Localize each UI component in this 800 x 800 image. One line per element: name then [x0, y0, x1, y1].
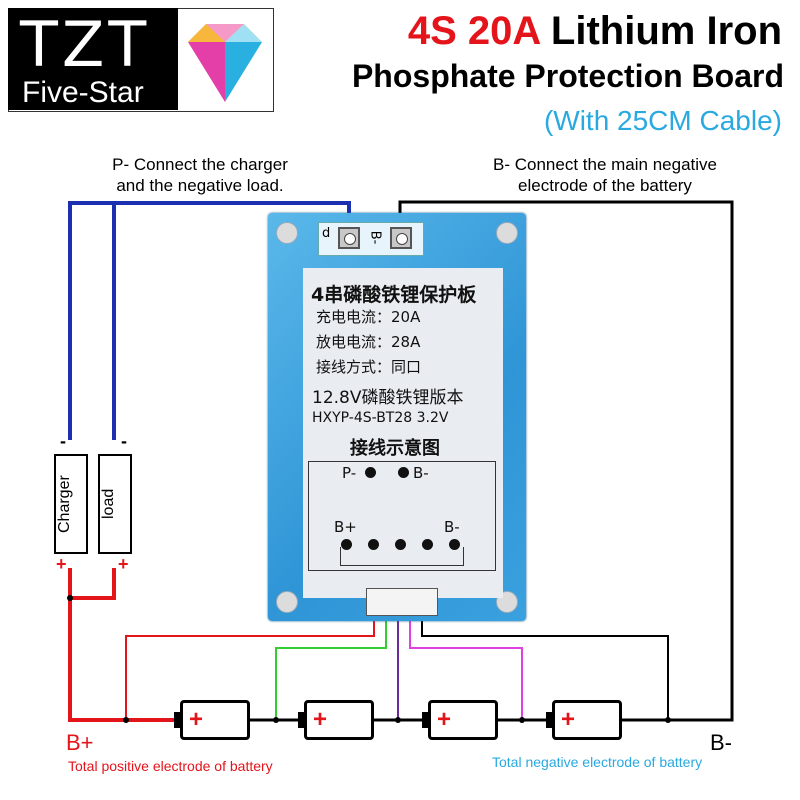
cable-note: (With 25CM Cable) [543, 105, 782, 136]
battery-plus-mark: + [313, 706, 328, 733]
charger-plus-sign: + [56, 554, 67, 574]
logo-brand-text: TZT [20, 8, 151, 81]
b-minus-pad [390, 227, 412, 249]
charger-minus-sign: - [60, 431, 66, 451]
mini-label-b-minus: B- [413, 464, 429, 482]
product-subtitle: Phosphate Protection Board [351, 58, 784, 94]
model-number: HXYP-4S-BT28 3.2V [312, 410, 449, 426]
logo-tagline: Five-Star [22, 76, 144, 109]
mini-label-b-plus: B+ [334, 518, 357, 536]
battery-plus-mark: + [189, 706, 204, 733]
charger-label: Charger [56, 475, 73, 533]
mini-terminal-dot [365, 467, 376, 478]
load-box: load [98, 454, 132, 554]
board-heading: 4串磷酸铁锂保护板 [311, 284, 477, 306]
pad-label-d: d [322, 226, 331, 241]
balance-wire-green [275, 612, 387, 720]
mini-balance-dot [395, 539, 406, 550]
battery-plus-mark: + [437, 706, 452, 733]
mini-balance-dot [449, 539, 460, 550]
b-minus-note: B- Connect the main negative electrode o… [493, 155, 717, 195]
pad-label-b-minus: B- [367, 230, 383, 245]
load-minus-sign: - [121, 431, 127, 451]
wiring-method: 接线方式：同口 [316, 358, 422, 376]
balance-connector [366, 588, 438, 616]
voltage-version: 12.8V磷酸铁锂版本 [312, 388, 464, 408]
mini-balance-dot [368, 539, 379, 550]
charge-current: 充电电流：20A [316, 308, 421, 326]
title-spec: 4S 20A [407, 9, 540, 53]
battery-cell-3: + [422, 700, 498, 740]
load-plus-sign: + [118, 554, 129, 574]
bminus-description: Total negative electrode of battery [492, 754, 703, 770]
mini-wiring-diagram [308, 461, 496, 571]
bplus-label: B+ [66, 730, 94, 755]
bplus-description: Total positive electrode of battery [68, 758, 273, 774]
bplus-wire [68, 568, 174, 722]
balance-wire-magenta [409, 612, 523, 720]
mini-label-b-minus-bottom: B- [444, 518, 460, 536]
charger-box: Charger [54, 454, 88, 554]
mounting-hole [276, 222, 298, 244]
diagram-title: 接线示意图 [350, 438, 440, 459]
battery-cell-4: + [546, 700, 622, 740]
p-minus-note: P- Connect the charger and the negative … [112, 155, 288, 195]
product-title: 4S 20A Lithium Iron [408, 6, 782, 56]
diamond-icon [188, 24, 262, 102]
mini-terminal-dot [398, 467, 409, 478]
battery-cell-1: + [174, 700, 250, 740]
mounting-hole [276, 591, 298, 613]
mounting-hole [496, 222, 518, 244]
mini-connector-outline [340, 547, 464, 566]
battery-cell-2: + [298, 700, 374, 740]
bminus-label: B- [710, 730, 732, 755]
balance-wire-black [421, 612, 669, 720]
p-minus-pad [338, 227, 360, 249]
battery-plus-mark: + [561, 706, 576, 733]
load-plus-wire [70, 568, 116, 600]
mini-label-p-minus: P- [342, 464, 357, 482]
load-label: load [100, 488, 117, 520]
title-line1-rest: Lithium Iron [550, 9, 782, 53]
logo-text-panel: TZT Five-Star [8, 8, 178, 110]
balance-wire-red [125, 612, 375, 720]
mini-balance-dot [422, 539, 433, 550]
mini-balance-dot [341, 539, 352, 550]
discharge-current: 放电电流：28A [316, 333, 421, 351]
